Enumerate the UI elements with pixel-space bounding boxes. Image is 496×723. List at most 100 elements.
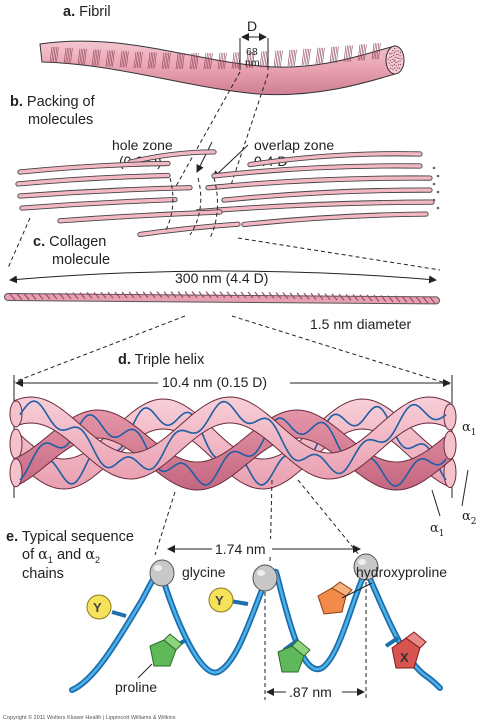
spacing-short-label: .87 nm (289, 684, 332, 700)
rope-twist-mark (233, 291, 240, 299)
hole-zone-guide-2 (189, 177, 202, 236)
fibril-band-stripe (224, 52, 227, 69)
rope-twist-mark (156, 291, 163, 298)
fibril-end-dot (391, 56, 393, 58)
fibril-band-stripe (150, 52, 154, 69)
helix-strand-end (9, 428, 23, 460)
fibril-band-stripe (168, 52, 171, 69)
overlap-zone-guide (209, 177, 218, 239)
section-c-molecule: c. Collagen molecule 300 nm (4.4 D) 1.5 … (4, 234, 453, 386)
fibril-band-stripe (273, 50, 277, 67)
fibril-end-dot (387, 58, 389, 60)
fibril-band-stripe (371, 43, 375, 60)
fibril-band-stripe (289, 49, 292, 66)
fibril-band-stripe (154, 52, 157, 69)
rope-twist-mark (191, 291, 198, 298)
fibril-band-stripe (63, 47, 67, 64)
fibril-band-stripe (110, 50, 114, 67)
rope-twist-mark (401, 295, 408, 303)
rope-twist-mark (51, 292, 58, 300)
fibril-band-stripe (278, 50, 282, 67)
hydroxyproline-pointer (341, 582, 373, 599)
rope-twist-mark (247, 291, 254, 299)
rope-twist-mark (331, 293, 338, 301)
fibril-band-stripe (348, 45, 352, 62)
fibril-end-dot (394, 67, 396, 69)
packed-molecule-end-dot (436, 190, 440, 194)
rope-twist-mark (352, 294, 359, 302)
packed-molecule (128, 150, 216, 164)
rope-twist-mark (107, 291, 114, 299)
rope-twist-mark (429, 296, 436, 304)
fibril-band-stripe (294, 49, 297, 66)
overlap-zone-label: overlap zone (254, 137, 334, 153)
fibril-band-stripe (54, 46, 58, 63)
helix-to-sequence-guide-right (297, 479, 361, 557)
fibril-band-stripe (262, 51, 266, 68)
fibril-band-stripe (140, 51, 143, 68)
fibril-end-dot (393, 52, 395, 54)
overlap-zone-pointer (212, 144, 249, 179)
fibril-end-dot (398, 57, 400, 60)
fibril-band-stripe (259, 51, 263, 68)
section-c-heading-line1: c. Collagen (33, 234, 106, 250)
rope-twist-mark (149, 291, 156, 299)
fibril-band-stripe (147, 52, 151, 69)
fibril-to-packing-guide-left (174, 71, 241, 189)
triple-helix-strands (9, 396, 457, 491)
fibril-band-stripe (350, 45, 353, 62)
rope-twist-mark (30, 293, 37, 300)
alpha1-bottom-pointer (431, 489, 441, 517)
fibril-band-stripe (222, 52, 226, 69)
fibril-end-dot (397, 61, 399, 63)
fibril-end-dot (392, 50, 394, 52)
rope-twist-mark (135, 291, 142, 299)
proline-label: proline (115, 679, 157, 695)
section-e-sequence: e. Typical sequence of α1 and α2 chains … (6, 529, 447, 700)
fibril-end-dot (393, 63, 395, 66)
fibril-end-dot (397, 67, 399, 69)
rope-twist-mark (254, 291, 261, 299)
rope-twist-mark (289, 292, 296, 300)
fibril-band-stripe (304, 48, 308, 65)
fibril-width-unit: nm (245, 57, 260, 69)
fibril-band-stripe (84, 48, 87, 65)
fibril-band-stripe (161, 52, 165, 69)
fibril-band-stripe (138, 51, 142, 68)
fibril-band-stripe (166, 52, 170, 69)
packed-molecule (18, 186, 192, 198)
fibril-band-stripe (205, 53, 208, 70)
helix-length-label: 10.4 nm (0.15 D) (162, 374, 267, 390)
fibril-band-stripe (264, 51, 268, 68)
section-a-heading: a. Fibril (63, 4, 111, 20)
fibril-band-stripe (331, 46, 334, 63)
fibril-band-stripe (105, 50, 109, 67)
fibril-band-stripe (52, 46, 56, 63)
packed-molecule (16, 173, 170, 186)
helix-strand-end (9, 400, 23, 428)
fibril-band-stripe (287, 49, 291, 66)
rope-twist-mark (177, 291, 184, 298)
fibril-band-stripe (191, 53, 194, 70)
glycine-label: glycine (182, 564, 226, 580)
residue-x-letter: X (400, 650, 409, 665)
helix-strand-end (443, 430, 457, 460)
fibril-end-dot (389, 53, 391, 55)
fibril-end-dot (395, 65, 397, 67)
molecule-diameter-label: 1.5 nm diameter (310, 316, 411, 332)
fibril-band-stripe (208, 53, 212, 70)
glycine-residue-2 (252, 564, 278, 592)
packed-molecule-end-dot (436, 206, 440, 210)
rope-twist-mark (338, 293, 345, 301)
fibril-band-stripe (149, 52, 152, 69)
helix-strand-end (9, 458, 23, 488)
packed-molecule (20, 197, 177, 210)
spacing-long-label: 1.74 nm (215, 541, 266, 557)
fibril-band-stripe (292, 49, 296, 66)
fibril-band-stripe (79, 48, 82, 65)
rope-twist-mark (65, 292, 72, 300)
packed-molecule (242, 212, 428, 227)
fibril-band-stripe (182, 52, 185, 70)
fibril-end-dot (397, 64, 400, 66)
helix-wave (19, 400, 447, 475)
